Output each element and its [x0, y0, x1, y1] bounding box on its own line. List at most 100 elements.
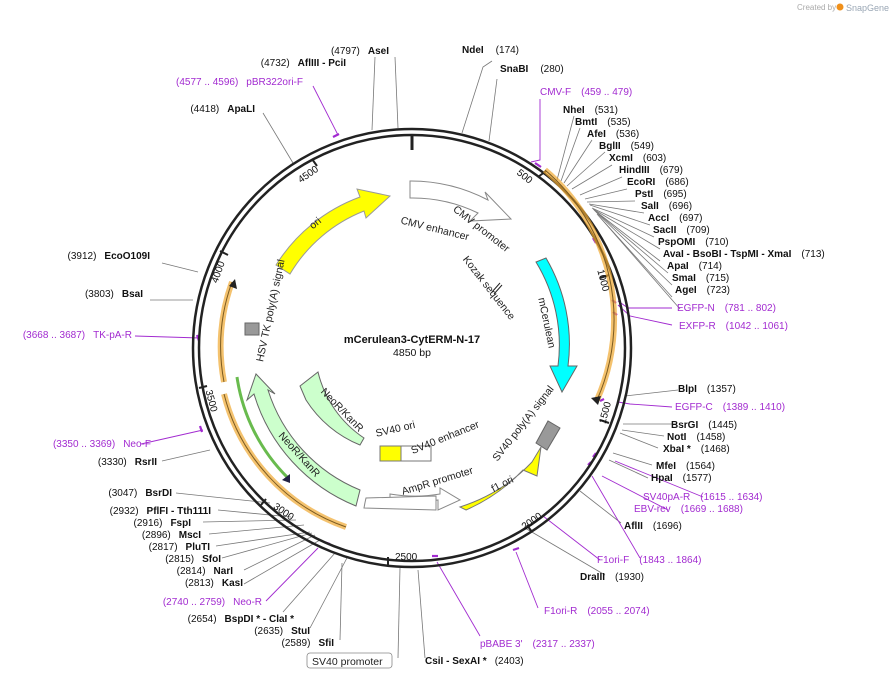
orf-arrowhead-icon	[591, 396, 601, 405]
site-ecoo109i[interactable]: (3912)EcoO109I	[68, 251, 151, 262]
site-asei[interactable]: (4797)AseI	[331, 46, 389, 57]
plasmid-name: mCerulean3-CytERM-N-17	[344, 334, 480, 346]
site-labels: NdeI(174) SnaBI(280) NheI(531) BmtI(535)…	[68, 45, 825, 667]
site-xcmi[interactable]: XcmI(603)	[609, 153, 666, 164]
site-hpai[interactable]: HpaI(1577)	[651, 473, 712, 484]
site-snabi[interactable]: SnaBI(280)	[500, 64, 564, 75]
ori-arrow	[275, 188, 392, 275]
site-noti[interactable]: NotI(1458)	[667, 432, 725, 443]
primer-sv40pa-r[interactable]: SV40pA-R(1615 .. 1634)	[643, 492, 763, 503]
feature-hsv-tk-polya-signal: HSV TK poly(A) signal	[254, 258, 287, 362]
site-psti[interactable]: PstI(695)	[635, 189, 687, 200]
primer-neo-r[interactable]: (2740 .. 2759)Neo-R	[163, 597, 262, 608]
primer-f1ori-r[interactable]: F1ori-R(2055 .. 2074)	[544, 606, 650, 617]
hsv-arrowhead-icon	[229, 279, 237, 289]
sv40-promoter-arrow	[363, 495, 437, 511]
tick-label-4000: 4000	[210, 260, 228, 285]
site-apai[interactable]: ApaI(714)	[667, 261, 722, 272]
primer-tk-pa-r[interactable]: (3668 .. 3687)TK-pA-R	[23, 330, 132, 341]
hsv-orf-arc	[217, 280, 235, 383]
feature-labels: CMV enhancer CMV promoter Kozak sequence…	[254, 203, 558, 669]
primer-ebv-rev[interactable]: EBV-rev(1669 .. 1688)	[634, 504, 743, 515]
site-smai[interactable]: SmaI(715)	[672, 273, 729, 284]
neor-green-arc	[235, 376, 290, 480]
site-sfoi[interactable]: (2815)SfoI	[165, 554, 221, 565]
site-aflii[interactable]: AflII(1696)	[624, 521, 682, 532]
site-bsai[interactable]: (3803)BsaI	[85, 289, 143, 300]
feature-sv40-enhancer: SV40 enhancer	[409, 418, 481, 456]
site-avai-group[interactable]: AvaI - BsoBI - TspMI - XmaI(713)	[663, 249, 825, 260]
site-pflfi-tth111i[interactable]: (2932)PflFI - Tth111I	[110, 506, 212, 517]
site-stui[interactable]: (2635)StuI	[254, 626, 310, 637]
cmv-promoter-arrow	[409, 180, 513, 222]
primer-cmv-f[interactable]: CMV-F(459 .. 479)	[540, 87, 632, 98]
primer-exfp-r[interactable]: EXFP-R(1042 .. 1061)	[679, 321, 788, 332]
primer-f1ori-f[interactable]: F1ori-F(1843 .. 1864)	[597, 555, 702, 566]
primer-leader-lines	[134, 85, 704, 637]
site-sali[interactable]: SalI(696)	[641, 201, 692, 212]
site-kasi[interactable]: (2813)KasI	[185, 578, 243, 589]
neor-outer-arrow	[245, 373, 361, 507]
site-acci[interactable]: AccI(697)	[648, 213, 702, 224]
site-bspdi-clai[interactable]: (2654)BspDI * - ClaI *	[188, 614, 294, 625]
site-fspi[interactable]: (2916)FspI	[134, 518, 192, 529]
site-blpi[interactable]: BlpI(1357)	[678, 384, 736, 395]
kozak-line-2	[493, 284, 503, 295]
site-mfei[interactable]: MfeI(1564)	[656, 461, 715, 472]
neor-inner-arrow	[299, 371, 365, 446]
site-bsrdi[interactable]: (3047)BsrDI	[108, 488, 172, 499]
sv40-promoter-label-box	[306, 652, 393, 669]
tick-label-2000: 2000	[520, 511, 545, 533]
primer-egfp-c[interactable]: EGFP-C(1389 .. 1410)	[675, 402, 785, 413]
site-csii-sexai[interactable]: CsiI - SexAI *(2403)	[425, 656, 524, 667]
branding-created-by: Created by	[797, 3, 836, 12]
sv40-ori-box	[379, 445, 402, 462]
snapgene-logo-icon	[836, 3, 844, 11]
site-ndei[interactable]: NdeI(174)	[462, 45, 519, 56]
feature-f1-ori: f1 ori	[489, 474, 515, 495]
site-bsrgi[interactable]: BsrGI(1445)	[671, 420, 737, 431]
branding-app-name: SnapGene	[846, 3, 889, 13]
f1-ori-arrow	[458, 446, 542, 511]
site-pluti[interactable]: (2817)PluTI	[149, 542, 211, 553]
mcerulean-orf-line	[544, 169, 615, 401]
primer-neo-f[interactable]: (3350 .. 3369)Neo-F	[53, 439, 151, 450]
site-xbai[interactable]: XbaI *(1468)	[663, 444, 730, 455]
feature-ampr-promoter: AmpR promoter	[400, 465, 475, 498]
feature-sv40-promoter: SV40 promoter	[312, 656, 383, 668]
site-msci[interactable]: (2896)MscI	[142, 530, 201, 541]
neor-arrowhead-icon	[282, 474, 290, 483]
site-hindiii[interactable]: HindIII(679)	[619, 165, 683, 176]
neor-orf-line	[223, 393, 347, 528]
plasmid-title: mCerulean3-CytERM-N-17 4850 bp	[344, 334, 480, 359]
site-nhei[interactable]: NheI(531)	[563, 105, 618, 116]
site-bmti[interactable]: BmtI(535)	[575, 117, 631, 128]
mcerulean-arrow	[535, 257, 578, 394]
site-nari[interactable]: (2814)NarI	[177, 566, 234, 577]
site-ecori[interactable]: EcoRI(686)	[627, 177, 689, 188]
branding: Created by SnapGene	[797, 3, 889, 13]
primer-pbabe-3[interactable]: pBABE 3'(2317 .. 2337)	[480, 639, 595, 650]
site-sacii[interactable]: SacII(709)	[653, 225, 710, 236]
feature-kozak-sequence: Kozak sequence	[460, 254, 517, 323]
site-rsrii[interactable]: (3330)RsrII	[98, 457, 157, 468]
site-sfii[interactable]: (2589)SfiI	[282, 638, 335, 649]
primer-egfp-n[interactable]: EGFP-N(781 .. 802)	[677, 303, 776, 314]
primer-labels: CMV-F(459 .. 479) EGFP-N(781 .. 802) EXF…	[23, 77, 788, 650]
primer-pbr322ori-f[interactable]: (4577 .. 4596)pBR322ori-F	[176, 77, 303, 88]
feature-sv40-ori: SV40 ori	[374, 419, 416, 440]
plasmid-backbone	[191, 127, 633, 569]
site-draiii[interactable]: DraIII(1930)	[580, 572, 644, 583]
site-afei[interactable]: AfeI(536)	[587, 129, 639, 140]
site-afliii-pcii[interactable]: (4732)AflIII - PciI	[261, 58, 346, 69]
features-layer	[217, 167, 618, 530]
site-agei[interactable]: AgeI(723)	[675, 285, 730, 296]
site-pspomi[interactable]: PspOMI(710)	[658, 237, 729, 248]
sv40-polya-signal-box	[535, 420, 561, 451]
hsv-orf-line	[220, 281, 233, 383]
site-bglii[interactable]: BglII(549)	[599, 141, 654, 152]
hsv-tk-polya-box	[244, 322, 260, 336]
sv40-enhancer-box	[400, 445, 432, 462]
site-apali[interactable]: (4418)ApaLI	[190, 104, 255, 115]
